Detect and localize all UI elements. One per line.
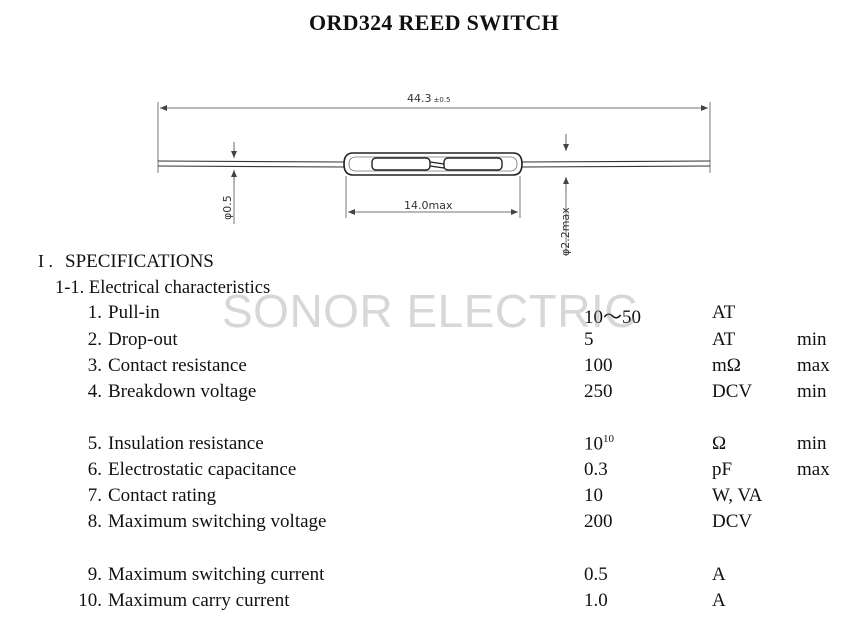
spec-row: 9. Maximum switching current 0.5 A <box>0 564 868 590</box>
reed-switch-drawing: 44.3±0.5 φ0.5 14.0max φ2.2max <box>157 92 711 256</box>
spec-label: Maximum carry current <box>108 590 290 611</box>
spec-label: Pull-in <box>108 302 160 323</box>
spec-value: 5 <box>584 329 594 350</box>
spec-value: 1010 <box>584 433 614 455</box>
spec-row: 3. Contact resistance 100 mΩ max <box>0 355 868 381</box>
document-title: ORD324 REED SWITCH <box>309 10 559 35</box>
spec-row: 6. Electrostatic capacitance 0.3 pF max <box>0 459 868 485</box>
spec-number: 8. <box>87 511 102 532</box>
lead-diameter-dimension: φ0.5 <box>221 142 237 224</box>
spec-number: 7. <box>87 485 102 506</box>
spec-label: Contact resistance <box>108 355 247 376</box>
spec-label: Maximum switching voltage <box>108 511 327 532</box>
spec-limit: max <box>797 355 830 376</box>
spec-row: 8. Maximum switching voltage 200 DCV <box>0 511 868 537</box>
spec-label: Breakdown voltage <box>108 381 257 402</box>
section-title: SPECIFICATIONS <box>65 251 214 272</box>
spec-number: 3. <box>87 355 102 376</box>
spec-unit: DCV <box>712 381 753 402</box>
spec-value: 0.5 <box>584 564 608 585</box>
spec-row: 4. Breakdown voltage 250 DCV min <box>0 381 868 407</box>
spec-unit: Ω <box>712 433 727 454</box>
overall-length-label: 44.3±0.5 <box>407 92 451 105</box>
spec-value: 10～50 <box>584 307 642 328</box>
section-number: I . <box>38 251 53 271</box>
spec-limit: min <box>797 381 827 402</box>
spec-value: 10 <box>584 485 603 506</box>
spec-unit: mΩ <box>712 355 741 376</box>
spec-label: Contact rating <box>108 485 217 506</box>
overall-length-dimension: 44.3±0.5 <box>157 92 711 173</box>
spec-value: 0.3 <box>584 459 608 480</box>
spec-unit: A <box>712 564 726 585</box>
spec-row: 10. Maximum carry current 1.0 A <box>0 590 868 616</box>
spec-limit: min <box>797 329 827 350</box>
spec-limit: max <box>797 459 830 480</box>
spec-number: 5. <box>87 433 102 454</box>
spec-value: 250 <box>584 381 613 402</box>
spec-number: 9. <box>87 564 102 585</box>
glass-diameter-dimension: φ2.2max <box>559 134 572 256</box>
lead-wires <box>157 160 711 168</box>
spec-number: 1. <box>87 302 102 323</box>
section-heading: I . SPECIFICATIONS <box>38 251 214 273</box>
glass-diameter-label: φ2.2max <box>559 207 572 256</box>
spec-limit: min <box>797 433 827 454</box>
watermark: SONOR ELECTRIC <box>222 285 638 337</box>
spec-value-exponent: 10 <box>603 433 614 445</box>
spec-label: Insulation resistance <box>108 433 264 454</box>
spec-value: 100 <box>584 355 613 376</box>
spec-number: 4. <box>87 381 102 402</box>
spec-unit: DCV <box>712 511 753 532</box>
spec-unit: W, VA <box>712 485 763 506</box>
spec-number: 2. <box>87 329 102 350</box>
spec-number: 10. <box>78 590 102 611</box>
glass-envelope <box>343 152 523 176</box>
spec-unit: AT <box>712 302 736 323</box>
spec-unit: A <box>712 590 726 611</box>
spec-label: Electrostatic capacitance <box>108 459 297 480</box>
spec-row: 2. Drop-out 5 AT min <box>0 329 868 355</box>
spec-row: 7. Contact rating 10 W, VA <box>0 485 868 511</box>
spec-number: 6. <box>87 459 102 480</box>
spec-label: Maximum switching current <box>108 564 325 585</box>
spec-unit: AT <box>712 329 736 350</box>
spec-unit: pF <box>712 459 733 480</box>
glass-length-label: 14.0max <box>404 199 453 212</box>
lead-diameter-label: φ0.5 <box>221 195 234 220</box>
spec-value: 200 <box>584 511 613 532</box>
glass-length-dimension: 14.0max <box>345 176 521 218</box>
spec-value: 1.0 <box>584 590 608 611</box>
spec-label: Drop-out <box>108 329 178 350</box>
spec-row: 1. Pull-in 10～50 AT <box>0 302 868 328</box>
subsection-heading: 1-1. Electrical characteristics <box>55 278 271 298</box>
